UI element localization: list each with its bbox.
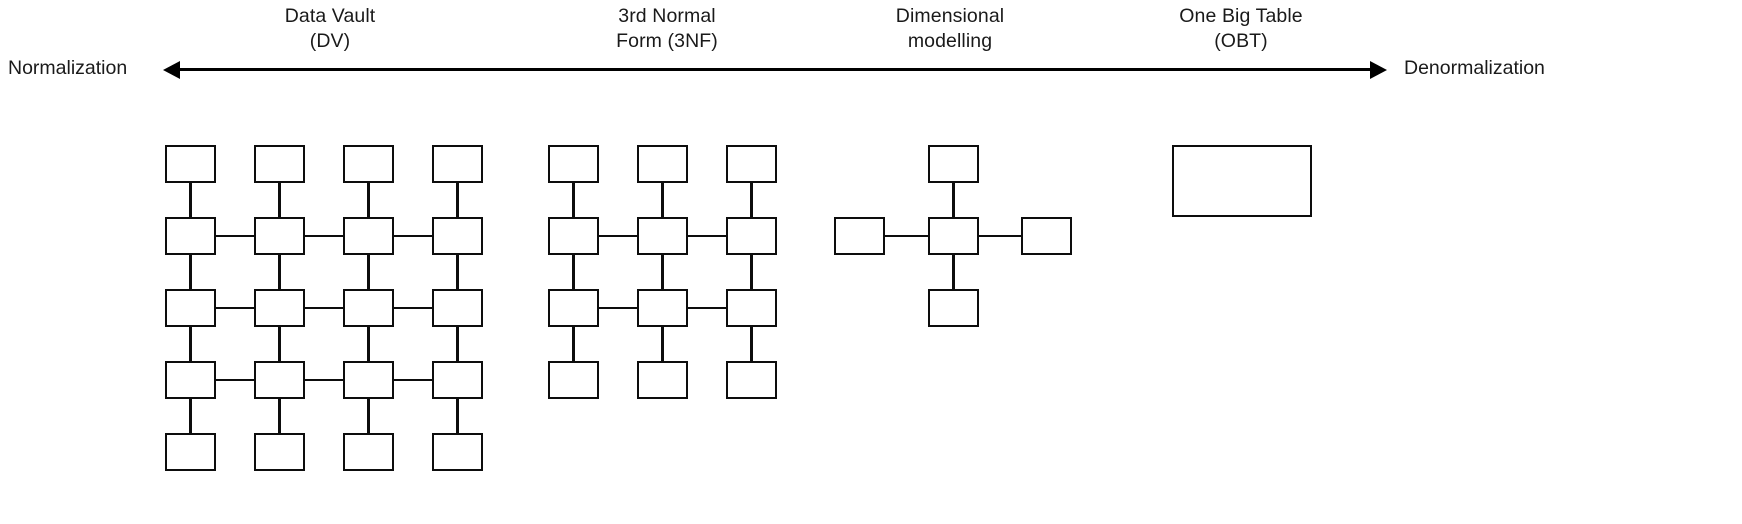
dim-dimension-node xyxy=(834,217,885,255)
obt-big-table-node xyxy=(1172,145,1312,217)
dv-edge-vertical xyxy=(278,255,281,289)
3nf-table-node xyxy=(637,289,688,327)
dim-dimension-node xyxy=(1021,217,1072,255)
column-header-dimensional: Dimensional modelling xyxy=(895,5,1005,52)
3nf-table-node xyxy=(637,217,688,255)
dim-edge-horizontal xyxy=(885,234,928,238)
dv-edge-vertical xyxy=(456,255,459,289)
dv-table-node xyxy=(165,145,216,183)
axis-label-normalization: Normalization xyxy=(8,57,128,79)
column-header-obt: One Big Table (OBT) xyxy=(1179,5,1303,52)
dv-table-node xyxy=(165,361,216,399)
dv-edge-horizontal xyxy=(394,306,432,310)
dv-table-node xyxy=(343,289,394,327)
3nf-edge-vertical xyxy=(750,327,753,361)
dv-table-node xyxy=(432,361,483,399)
dv-edge-vertical xyxy=(456,183,459,217)
dv-table-node xyxy=(343,145,394,183)
3nf-edge-vertical xyxy=(661,183,664,217)
3nf-table-node xyxy=(548,217,599,255)
3nf-table-node xyxy=(548,361,599,399)
3nf-table-node xyxy=(726,217,777,255)
3nf-table-node xyxy=(548,289,599,327)
axis-line xyxy=(178,68,1370,71)
dv-edge-horizontal xyxy=(216,378,254,382)
dv-edge-vertical xyxy=(189,183,192,217)
3nf-table-node xyxy=(726,361,777,399)
column-header-dv: Data Vault (DV) xyxy=(284,5,376,52)
dv-table-node xyxy=(432,145,483,183)
dv-edge-horizontal xyxy=(216,306,254,310)
dim-fact-node xyxy=(928,217,979,255)
dv-table-node xyxy=(343,433,394,471)
dv-table-node xyxy=(254,217,305,255)
dv-edge-horizontal xyxy=(394,234,432,238)
dv-edge-vertical xyxy=(189,255,192,289)
dv-table-node xyxy=(165,433,216,471)
dv-edge-vertical xyxy=(367,327,370,361)
3nf-edge-vertical xyxy=(661,327,664,361)
arrow-head-left-icon xyxy=(163,60,180,79)
dv-edge-vertical xyxy=(456,399,459,433)
dv-table-node xyxy=(343,217,394,255)
dv-table-node xyxy=(343,361,394,399)
3nf-table-node xyxy=(726,289,777,327)
3nf-edge-vertical xyxy=(750,255,753,289)
dv-edge-vertical xyxy=(278,327,281,361)
dv-edge-vertical xyxy=(456,327,459,361)
dv-table-node xyxy=(432,289,483,327)
column-header-3nf: 3rd Normal Form (3NF) xyxy=(616,5,718,52)
dv-edge-vertical xyxy=(189,399,192,433)
dv-edge-vertical xyxy=(367,399,370,433)
arrow-head-right-icon xyxy=(1370,60,1387,79)
3nf-edge-vertical xyxy=(572,327,575,361)
dv-edge-horizontal xyxy=(394,378,432,382)
dv-edge-horizontal xyxy=(305,378,343,382)
3nf-edge-horizontal xyxy=(599,306,637,310)
3nf-edge-vertical xyxy=(572,255,575,289)
dv-edge-horizontal xyxy=(216,234,254,238)
dv-table-node xyxy=(254,145,305,183)
3nf-edge-vertical xyxy=(661,255,664,289)
dv-table-node xyxy=(254,289,305,327)
dim-dimension-node xyxy=(928,145,979,183)
dv-table-node xyxy=(254,361,305,399)
dv-edge-horizontal xyxy=(305,306,343,310)
3nf-edge-vertical xyxy=(572,183,575,217)
dim-dimension-node xyxy=(928,289,979,327)
dv-table-node xyxy=(432,217,483,255)
dv-table-node xyxy=(165,217,216,255)
3nf-edge-horizontal xyxy=(599,234,637,238)
3nf-table-node xyxy=(637,361,688,399)
dv-table-node xyxy=(432,433,483,471)
3nf-edge-horizontal xyxy=(688,234,726,238)
dv-edge-vertical xyxy=(189,327,192,361)
dv-edge-vertical xyxy=(367,183,370,217)
axis-label-denormalization: Denormalization xyxy=(1404,57,1545,79)
3nf-edge-horizontal xyxy=(688,306,726,310)
dv-edge-vertical xyxy=(367,255,370,289)
3nf-table-node xyxy=(548,145,599,183)
3nf-edge-vertical xyxy=(750,183,753,217)
dv-edge-vertical xyxy=(278,399,281,433)
dv-table-node xyxy=(254,433,305,471)
dv-edge-vertical xyxy=(278,183,281,217)
dim-edge-vertical xyxy=(952,183,955,217)
dv-table-node xyxy=(165,289,216,327)
dv-edge-horizontal xyxy=(305,234,343,238)
3nf-table-node xyxy=(726,145,777,183)
dim-edge-horizontal xyxy=(979,234,1021,238)
3nf-table-node xyxy=(637,145,688,183)
dim-edge-vertical xyxy=(952,255,955,289)
